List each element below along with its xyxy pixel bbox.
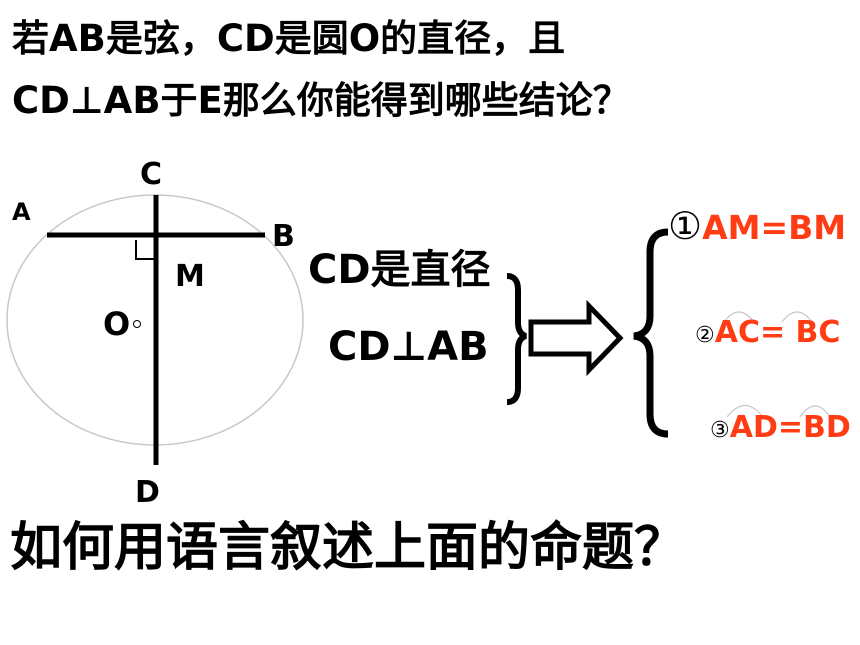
conclusion-1-number: ① [668,204,703,248]
question-text: 如何用语言叙述上面的命题？ [10,518,687,578]
conclusion-3: ③AD=BD [710,413,851,443]
title-line-2: CD⊥AB于E那么你能得到哪些结论？ [12,79,630,122]
arc-mark-ac [723,311,813,323]
title-line-1: 若AB是弦，CD是圆O的直径，且 [12,17,566,60]
conclusion-1: ①AM=BM [668,207,846,245]
brace-right [506,273,527,405]
right-angle-mark [135,240,154,260]
conclusion-2-number: ② [695,323,715,348]
conclusion-3-number: ③ [710,418,730,443]
label-a: A [12,198,31,226]
condition-diameter: CD是直径 [308,247,491,293]
conclusion-3-text: AD=BD [729,410,851,445]
conclusion-2-text: AC= BC [714,315,841,350]
conclusion-1-text: AM=BM [702,208,847,247]
label-o: O [103,305,131,343]
label-b: B [272,219,295,254]
arc-mark-ad [726,404,831,418]
condition-perpendicular: CD⊥AB [328,324,489,370]
label-c: C [140,157,163,192]
conclusion-2: ②AC= BC [695,318,840,348]
center-point [133,320,141,328]
implies-arrow [528,299,624,377]
brace-left [633,228,669,438]
label-m: M [175,259,205,294]
label-d: D [135,475,160,510]
